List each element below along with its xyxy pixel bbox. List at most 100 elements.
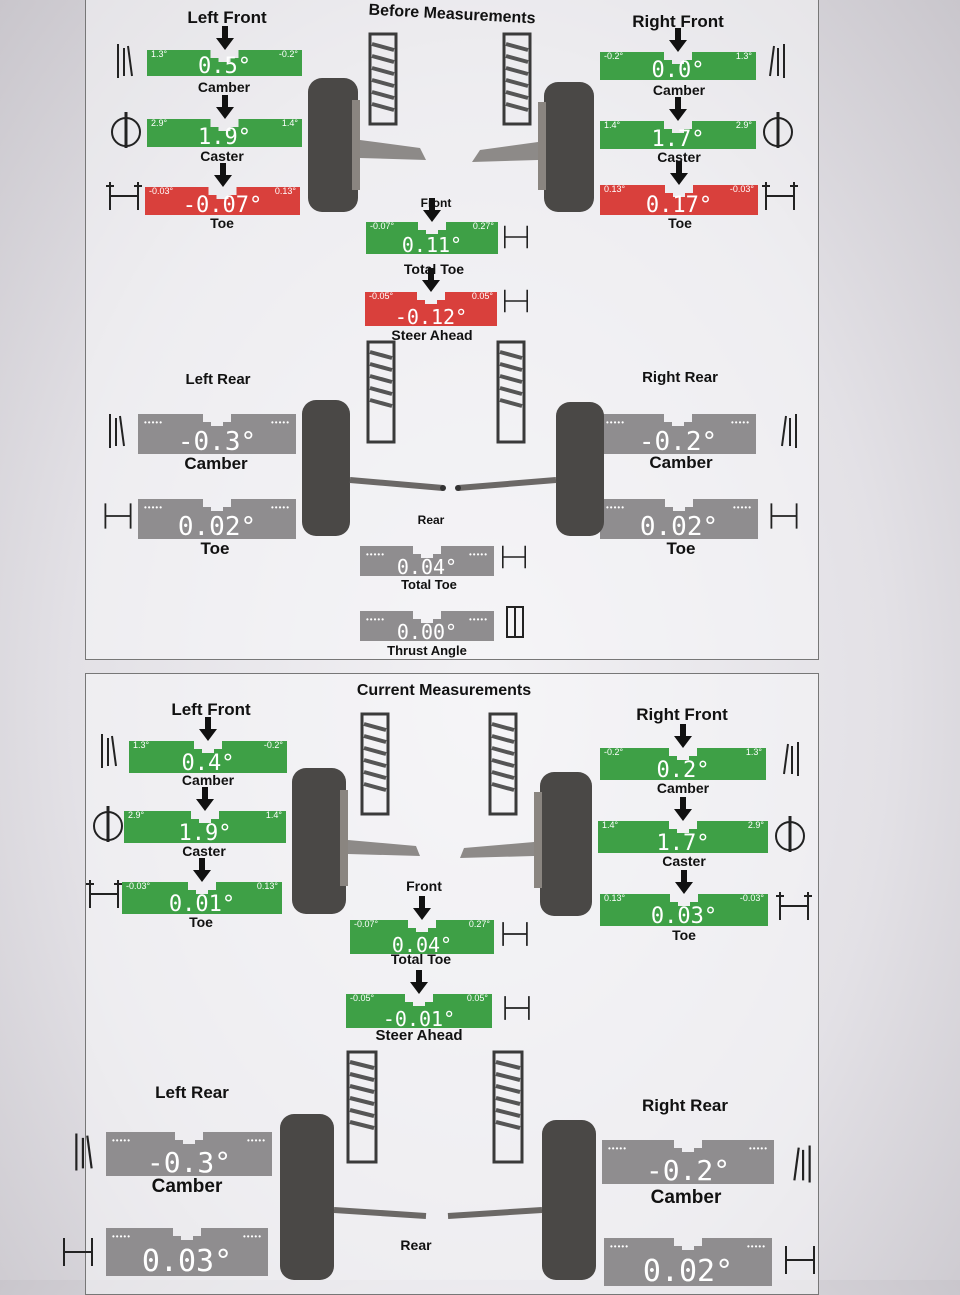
before-rr-camber-label: Camber	[649, 453, 713, 472]
range-dots: •••••	[270, 503, 290, 512]
range-min-label: -0.07°	[370, 221, 395, 231]
range-max-label: 0.27°	[468, 919, 490, 929]
measurement-value: 0.01°	[168, 892, 236, 917]
before-right-rear-toe-gauge: ••••••••••0.02°	[600, 497, 758, 542]
pointer-arrow-icon	[422, 268, 440, 292]
camber-icon	[769, 44, 785, 78]
range-min-label: 2.9°	[128, 810, 145, 820]
range-min-label: -0.2°	[604, 747, 624, 757]
before-front-total-toe-gauge: -0.07°0.27°0.11°	[366, 220, 498, 257]
before-left-rear-heading: Left Rear	[185, 371, 251, 388]
current-left-front-camber-gauge: 1.3°-0.2°0.4°	[129, 739, 287, 776]
measurement-value: 1.7°	[651, 127, 705, 152]
pointer-arrow-icon	[213, 163, 232, 187]
before-front-suspension-graphic	[308, 32, 594, 212]
range-dots: •••••	[112, 1136, 132, 1145]
current-front-total-toe-gauge: -0.07°0.27°0.04°	[350, 918, 494, 957]
total-toe-icon	[502, 922, 528, 946]
measurement-value: 0.03°	[650, 904, 718, 929]
range-min-label: 2.9°	[151, 118, 168, 128]
caster-icon	[111, 112, 141, 148]
current-front-suspension-graphic	[292, 712, 592, 916]
range-min-label: -0.03°	[126, 881, 151, 891]
range-dots: •••••	[610, 1242, 630, 1251]
before-thrust-angle-label: Thrust Angle	[387, 643, 467, 658]
before-right-rear-heading: Right Rear	[642, 369, 718, 386]
range-dots: •••••	[246, 1136, 266, 1145]
right-front-wheel-icon	[472, 32, 594, 212]
before-right-front-caster-gauge: 1.4°2.9°1.7°	[600, 119, 756, 152]
pointer-arrow-icon	[410, 970, 428, 994]
range-max-label: 0.05°	[471, 291, 493, 301]
current-front-steer-ahead-gauge: -0.05°0.05°-0.01°	[346, 992, 492, 1031]
measurement-value: 0.4°	[181, 751, 235, 776]
range-dots: •••••	[732, 503, 752, 512]
caster-icon	[763, 112, 793, 148]
current-left-rear-heading: Left Rear	[155, 1083, 229, 1102]
measurement-value: 0.5°	[198, 54, 251, 79]
range-max-label: 2.9°	[747, 820, 764, 830]
camber-icon	[781, 414, 797, 448]
measurement-value: 0.02°	[639, 512, 719, 542]
before-rf-caster-label: Caster	[657, 149, 701, 165]
measurement-value: 1.9°	[178, 821, 232, 846]
camber-icon	[101, 734, 117, 768]
pointer-arrow-icon	[669, 97, 687, 121]
before-rr-toe-label: Toe	[666, 539, 696, 558]
current-rr-camber-label: Camber	[650, 1187, 722, 1208]
range-min-label: -0.05°	[350, 993, 375, 1003]
thrust-angle-icon	[506, 606, 524, 638]
current-rf-caster-label: Caster	[662, 853, 706, 869]
range-max-label: 1.3°	[735, 51, 752, 61]
pointer-arrow-icon	[199, 717, 217, 741]
range-dots: •••••	[270, 418, 290, 427]
before-left-rear-toe-gauge: ••••••••••0.02°	[138, 497, 296, 542]
range-max-label: 1.4°	[281, 118, 298, 128]
current-left-front-toe-gauge: -0.03°0.13°0.01°	[122, 880, 282, 917]
range-max-label: 0.27°	[472, 221, 494, 231]
range-min-label: 1.3°	[151, 49, 168, 59]
pointer-arrow-icon	[215, 26, 234, 50]
range-dots: •••••	[144, 418, 164, 427]
range-min-label: -0.07°	[354, 919, 379, 929]
measurement-value: 1.9°	[198, 125, 251, 150]
range-min-label: 1.4°	[604, 120, 621, 130]
before-rf-camber-label: Camber	[652, 82, 706, 98]
steer-ahead-icon	[504, 289, 528, 313]
toe-icon	[104, 503, 132, 529]
current-left-front-caster-gauge: 2.9°1.4°1.9°	[124, 809, 286, 846]
pointer-arrow-icon	[423, 198, 441, 222]
before-right-front-camber-gauge: -0.2° 1.3° 0.0°	[600, 50, 756, 83]
range-min-label: 1.3°	[133, 740, 150, 750]
current-total-toe-label: Total Toe	[390, 951, 452, 967]
current-right-front-camber-gauge: -0.2°1.3°0.2°	[600, 746, 766, 783]
range-dots: •••••	[468, 550, 488, 559]
measurement-value: -0.01°	[382, 1007, 456, 1031]
range-min-label: -0.03°	[149, 186, 174, 196]
current-right-rear-toe-gauge: ••••••••••0.02°	[604, 1236, 772, 1289]
range-dots: •••••	[746, 1242, 766, 1251]
camber-icon	[75, 1133, 93, 1171]
range-min-label: -0.2°	[604, 51, 624, 61]
pointer-arrow-icon	[193, 858, 211, 882]
before-front-steer-ahead-gauge: -0.05°0.05°-0.12°	[365, 290, 497, 329]
measurement-value: -0.07°	[182, 193, 263, 218]
current-rear-suspension-graphic	[280, 1050, 596, 1280]
current-lf-toe-label: Toe	[189, 914, 213, 930]
measurement-value: 0.02°	[177, 512, 257, 542]
toe-icon	[785, 1246, 815, 1274]
pointer-arrow-icon	[674, 724, 692, 748]
current-right-front-heading: Right Front	[636, 705, 728, 724]
before-right-front-toe-gauge: 0.13°-0.03°0.17°	[600, 183, 758, 218]
measurement-value: 0.03°	[141, 1244, 233, 1279]
measurement-value: -0.3°	[177, 427, 257, 457]
total-toe-icon	[502, 545, 526, 569]
before-rear-suspension-graphic	[302, 340, 604, 536]
measurement-value: -0.3°	[146, 1146, 232, 1179]
steer-ahead-icon	[504, 996, 530, 1020]
current-front-heading: Front	[406, 878, 442, 894]
range-min-label: 0.13°	[604, 184, 626, 194]
range-max-label: -0.03°	[739, 893, 764, 903]
measurement-value: 0.0°	[651, 58, 705, 83]
range-max-label: -0.03°	[729, 184, 754, 194]
